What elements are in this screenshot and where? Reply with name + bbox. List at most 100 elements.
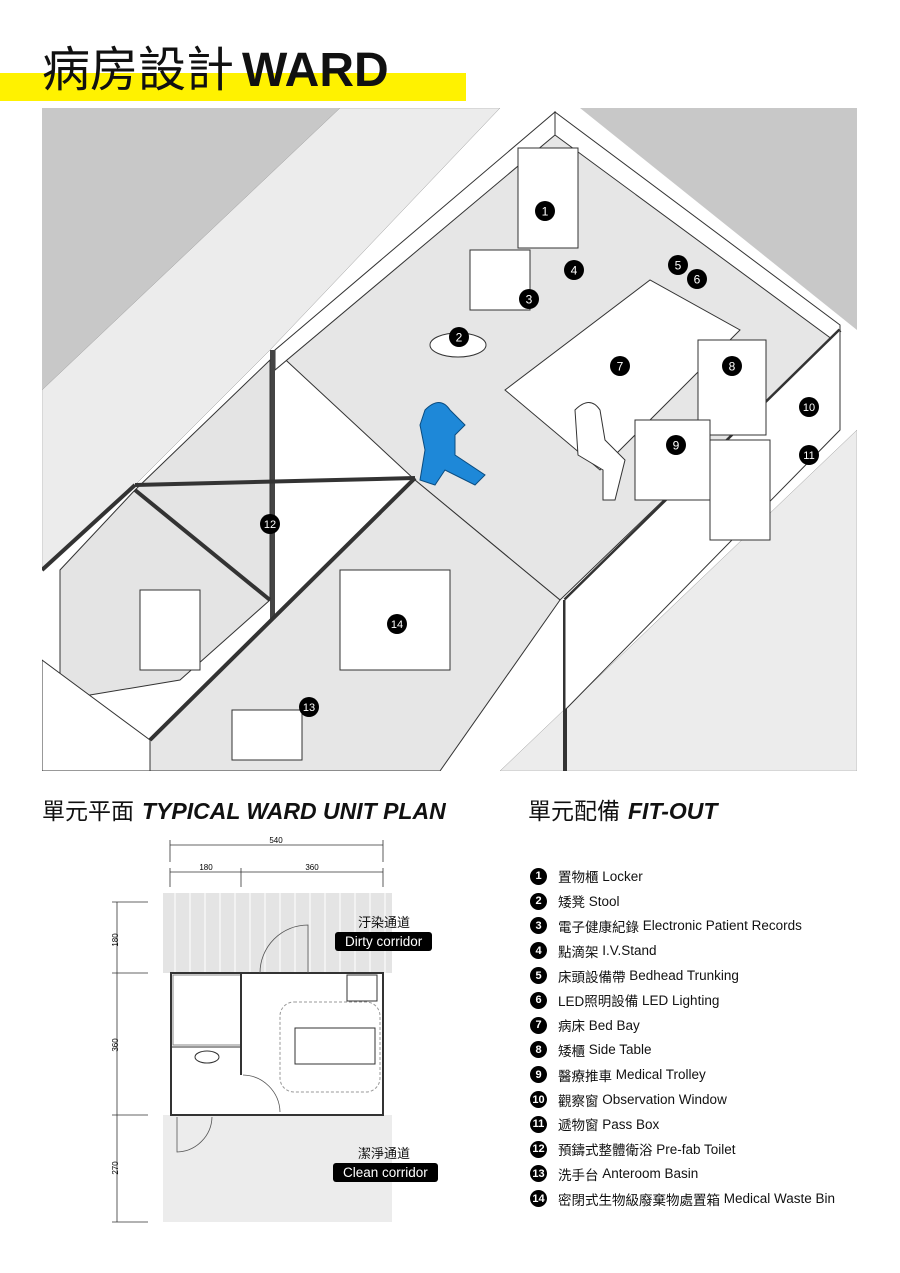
legend-item: 12 預鑄式整體衛浴 Pre-fab Toilet [530,1137,835,1162]
legend-number-badge: 7 [530,1016,547,1034]
marker-11: 11 [799,445,819,465]
legend-number-badge: 10 [530,1091,547,1109]
legend-en: Stool [588,893,620,909]
legend-en: Locker [602,868,643,884]
legend-item: 1 置物櫃 Locker [530,864,835,889]
legend-number-badge: 6 [530,991,547,1009]
pass-box [709,439,771,541]
toilet-room [172,974,242,1046]
legend-en: Electronic Patient Records [642,918,802,934]
svg-text:13: 13 [303,702,315,714]
side-table [697,339,767,436]
dim-v-270: 270 [111,1161,120,1175]
legend-zh: 洗手台 [558,1167,599,1183]
front-wall [42,659,151,771]
corridor-hatch [174,893,386,973]
legend-zh: 矮凳 [558,895,585,911]
marker-5: 5 [668,255,688,275]
title-en: WARD [242,44,389,97]
floor-plan: 540 180 360 180 360 270 [111,836,392,1223]
legend-zh: 電子健康紀錄 [558,919,639,935]
bed [294,1027,376,1065]
legend-number-badge: 13 [530,1165,547,1183]
number-markers: 1 2 3 4 5 6 7 8 9 10 11 12 13 14 [260,201,819,717]
marker-9: 9 [666,435,686,455]
legend-zh: 醫療推車 [558,1068,612,1084]
basin [231,709,303,761]
marker-2: 2 [449,327,469,347]
marker-1: 1 [535,201,555,221]
marker-4: 4 [564,260,584,280]
legend-zh: 觀察窗 [558,1093,599,1109]
dim-180: 180 [199,863,213,872]
plan-heading-zh: 單元平面 [42,799,134,825]
svg-text:4: 4 [571,264,578,278]
clean-corridor-label: Clean corridor [333,1163,438,1182]
bed-bay-zone [279,1001,381,1093]
outside-area [580,108,857,330]
svg-text:11: 11 [803,450,814,462]
svg-text:6: 6 [694,273,701,287]
legend-number-badge: 1 [530,867,547,885]
legend-item: 2 矮凳 Stool [530,889,835,914]
marker-13: 13 [299,697,319,717]
dimension-lines [112,840,384,1223]
legend-number-badge: 2 [530,892,547,910]
dirty-corridor-label: Dirty corridor [335,932,433,951]
legend-number-badge: 12 [530,1140,547,1158]
ppe-staff-figure [419,402,486,486]
legend-number-badge: 3 [530,917,547,935]
legend-en: Side Table [588,1042,652,1058]
legend-en: Anteroom Basin [602,1166,699,1182]
pass-box [346,974,378,1002]
legend-en: Pre-fab Toilet [656,1141,736,1157]
door-swing [242,1074,281,1113]
legend-item: 13 洗手台 Anteroom Basin [530,1162,835,1187]
legend-number-badge: 4 [530,942,547,960]
fitout-legend: 1 置物櫃 Locker 2 矮凳 Stool 3 電子健康紀錄 Electronic P… [530,864,835,1211]
legend-en: Bedhead Trunking [629,968,739,984]
medical-trolley [634,419,711,501]
marker-10: 10 [799,397,819,417]
locker [517,147,579,249]
title-zh: 病房設計 [42,42,235,98]
plan-heading-en: TYPICAL WARD UNIT PLAN [142,798,446,824]
fitout-heading-zh: 單元配備 [528,799,620,825]
marker-14: 14 [387,614,407,634]
marker-6: 6 [687,269,707,289]
marker-12: 12 [260,514,280,534]
isometric-ward-drawing: 1 2 3 4 5 6 7 8 9 10 11 12 13 14 [42,108,857,771]
dim-540: 540 [269,836,283,845]
door-swing [259,924,309,974]
legend-item: 7 病床 Bed Bay [530,1013,835,1038]
svg-text:2: 2 [456,331,463,345]
legend-zh: 密閉式生物級廢棄物處置箱 [558,1192,720,1208]
legend-en: Pass Box [602,1116,660,1132]
legend-zh: 預鑄式整體衛浴 [558,1143,653,1159]
marker-3: 3 [519,289,539,309]
legend-en: Bed Bay [588,1017,640,1033]
marker-8: 8 [722,356,742,376]
legend-zh: LED照明設備 [558,994,639,1010]
svg-text:10: 10 [803,402,815,414]
legend-zh: 病床 [558,1019,585,1035]
legend-zh: 置物櫃 [558,870,599,886]
svg-text:7: 7 [617,360,624,374]
patient-figure [574,402,626,501]
legend-en: I.V.Stand [602,943,657,959]
basin [194,1050,220,1064]
title-highlight-bar [0,73,466,101]
toilet [139,589,201,671]
legend-item: 3 電子健康紀錄 Electronic Patient Records [530,914,835,939]
legend-en: Observation Window [602,1092,727,1108]
svg-text:14: 14 [391,619,403,631]
legend-en: Medical Waste Bin [723,1191,836,1207]
svg-text:5: 5 [675,259,682,273]
door-swing [176,1116,213,1153]
clean-corridor-label-zh: 潔淨通道 [358,1146,411,1161]
